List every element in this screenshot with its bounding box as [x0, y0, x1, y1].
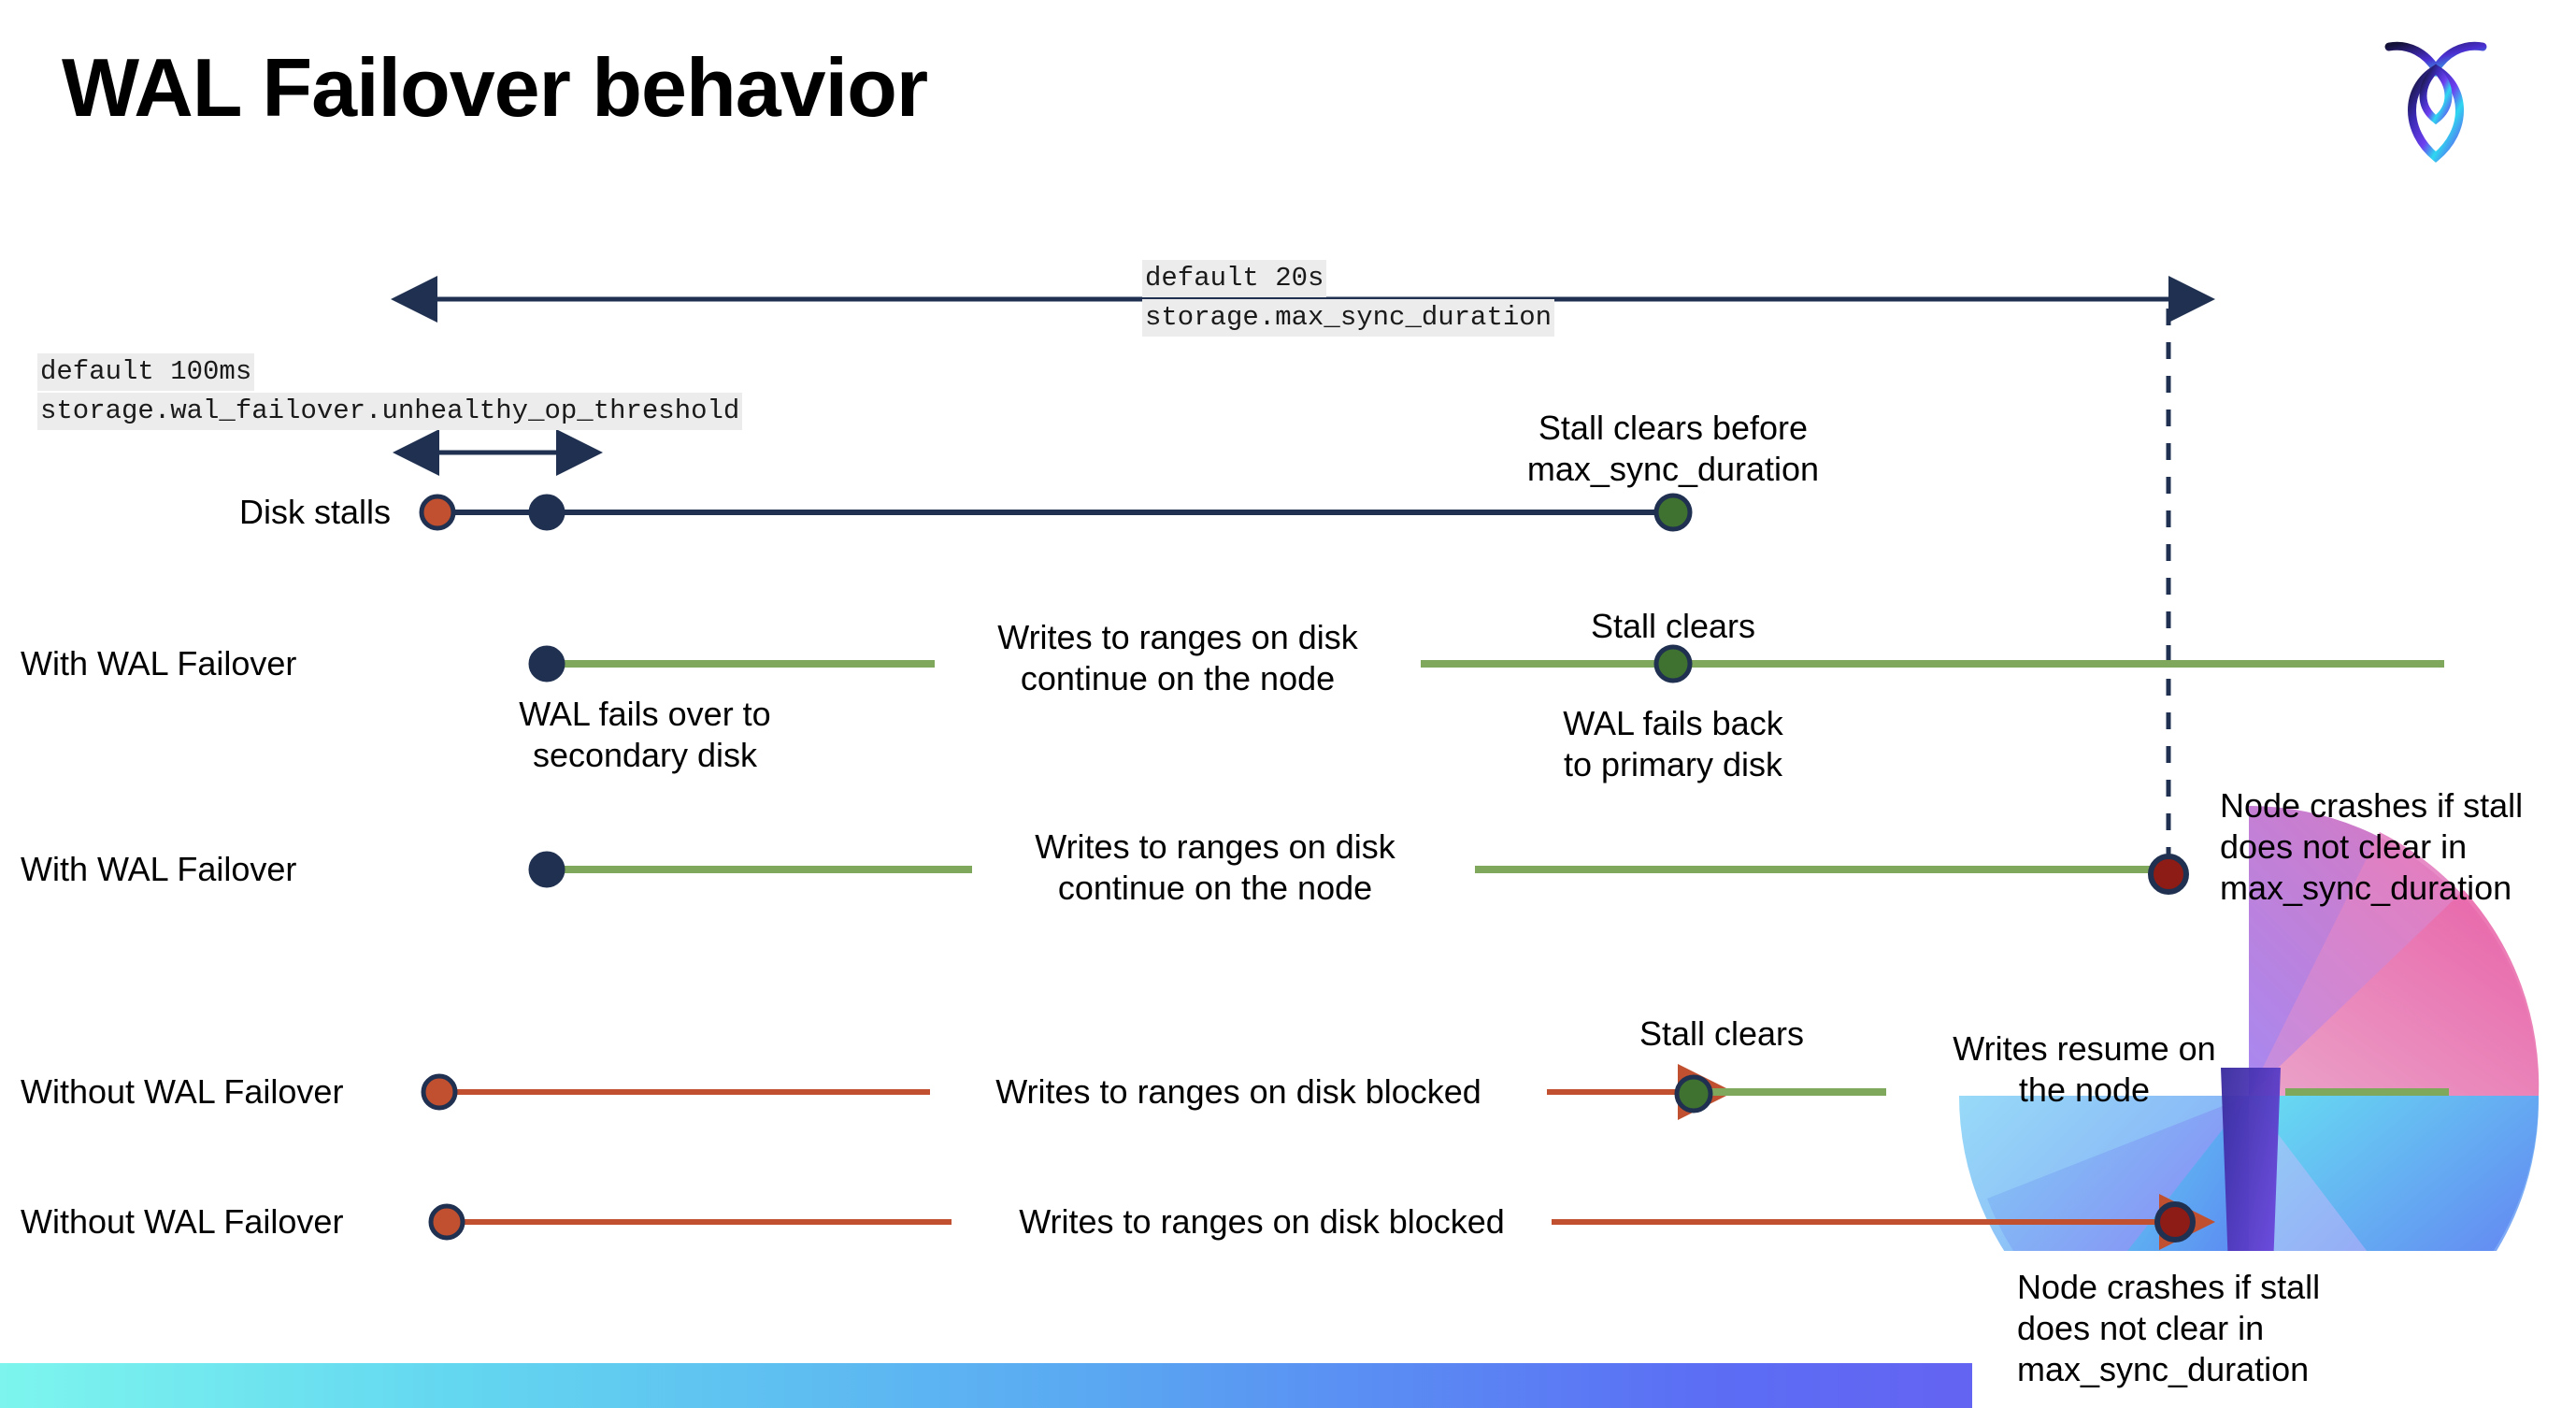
note-node-crashes-2: Node crashes if stall does not clear in …: [2017, 1268, 2321, 1388]
row-label-without-failover-1: Without WAL Failover: [21, 1072, 344, 1111]
note-stall-clears-1: Stall clears: [1590, 607, 1756, 645]
note-wal-fails-over: WAL fails over to secondary disk: [519, 695, 771, 774]
cockroachdb-logo: [2384, 41, 2487, 163]
note-stall-clears-before-maxsync: Stall clears before max_sync_duration: [1526, 409, 1820, 488]
note-node-crashes-1: Node crashes if stall does not clear in …: [2220, 786, 2524, 907]
note-writes-continue-2: Writes to ranges on disk continue on the…: [1035, 827, 1395, 907]
row-label-disk-stalls: Disk stalls: [238, 493, 391, 531]
max-sync-default-label: default 20s: [1142, 260, 1327, 298]
row-without-failover-crash-line: [428, 1194, 2215, 1250]
row-label-without-failover-2: Without WAL Failover: [21, 1202, 344, 1241]
row-with-failover-crash-line: [528, 851, 2189, 895]
note-writes-continue-1: Writes to ranges on disk continue on the…: [997, 618, 1358, 697]
note-writes-blocked-1: Writes to ranges on disk blocked: [995, 1072, 1481, 1111]
row-without-failover-recovers-line: [421, 1064, 2449, 1120]
note-wal-fails-back: WAL fails back to primary disk: [1563, 704, 1783, 783]
row-label-with-failover-2: With WAL Failover: [21, 850, 297, 888]
row-with-failover-recovers-line: [528, 644, 2444, 683]
unhealthy-setting-label: storage.wal_failover.unhealthy_op_thresh…: [37, 393, 743, 431]
unhealthy-default-label: default 100ms: [37, 353, 255, 392]
caption-backdrop: [1972, 1251, 2576, 1408]
page-title: WAL Failover behavior: [62, 41, 928, 134]
note-writes-blocked-2: Writes to ranges on disk blocked: [1019, 1202, 1505, 1241]
row-disk-stalls-line: [419, 493, 1693, 532]
note-stall-clears-2: Stall clears: [1639, 1014, 1805, 1053]
note-writes-resume: Writes resume on the node: [1953, 1029, 2216, 1109]
row-label-with-failover-1: With WAL Failover: [21, 644, 297, 682]
max-sync-setting-label: storage.max_sync_duration: [1142, 299, 1555, 338]
